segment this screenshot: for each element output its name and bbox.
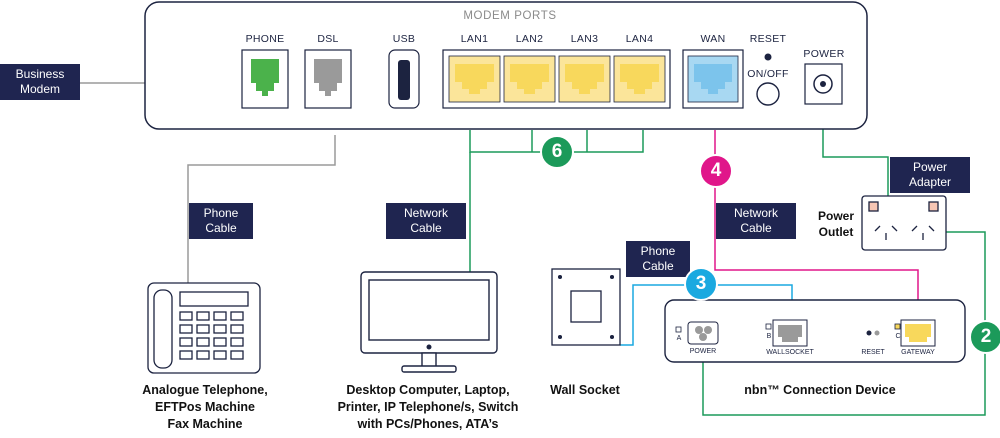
computer-caption-line3: with PCs/Phones, ATA’s	[357, 417, 499, 431]
dsl-port-icon	[314, 59, 342, 96]
network-cable-tag-1: Network Cable	[386, 203, 466, 239]
nbn-reset-icon-a	[866, 330, 872, 336]
phone-port-label: PHONE	[245, 33, 285, 45]
power-adapter-tag-line1: Power	[912, 160, 947, 174]
nbn-gateway-port-icon	[905, 324, 931, 342]
onoff-label: ON/OFF	[747, 68, 789, 80]
power-outlet-icon	[861, 195, 947, 251]
nbn-device-caption: nbn™ Connection Device	[744, 383, 896, 397]
telephone-caption: Analogue Telephone, EFTPos Machine Fax M…	[120, 382, 290, 433]
phone-cable-tag-2-line2: Cable	[642, 259, 674, 273]
usb-port-slot	[398, 60, 410, 100]
phone-port-icon	[251, 59, 279, 96]
nbn-port-a-label: A	[676, 335, 682, 342]
nbn-power-port-icon	[695, 326, 712, 341]
business-modem-tag: Business Modem	[0, 64, 80, 100]
network-cable-tag-2-line1: Network	[733, 206, 778, 220]
lan2-port-label: LAN2	[515, 33, 544, 45]
computer-caption-line2: Printer, IP Telephone/s, Switch	[337, 400, 519, 414]
lan1-port-icon	[448, 55, 501, 103]
nbn-power-label: POWER	[689, 348, 717, 355]
lan2-port-icon	[503, 55, 556, 103]
wall-socket-icon	[551, 268, 621, 346]
dsl-port-label: DSL	[317, 33, 339, 45]
reset-label: RESET	[749, 33, 787, 45]
lan3-port-label: LAN3	[570, 33, 599, 45]
lan3-port-icon	[558, 55, 611, 103]
modem-ports-title: MODEM PORTS	[463, 10, 557, 22]
power-adapter-tag-line2: Adapter	[908, 175, 952, 189]
telephone-icon	[147, 282, 261, 374]
computer-caption: Desktop Computer, Laptop, Printer, IP Te…	[326, 382, 530, 433]
wall-socket-caption: Wall Socket	[550, 383, 620, 397]
phone-cable-line-cyan	[620, 284, 793, 346]
nbn-port-b-label: B	[766, 333, 772, 340]
step-4-badge: 4	[699, 154, 733, 188]
power-outlet-label-line1: Power	[817, 209, 854, 223]
nbn-c-indicator	[894, 323, 901, 330]
onoff-button-icon	[756, 82, 780, 106]
nbn-port-c-label: C	[895, 333, 901, 340]
wan-port-label: WAN	[700, 33, 726, 45]
nbn-reset-label: RESET	[861, 349, 885, 356]
nbn-wallsocket-label: WALLSOCKET	[766, 349, 814, 356]
outlet-to-nbn-power-line	[702, 231, 986, 416]
nbn-a-indicator	[675, 326, 682, 333]
wan-cable-line-magenta	[714, 130, 919, 300]
telephone-caption-line1: Analogue Telephone,	[142, 383, 268, 397]
power-port-label: POWER	[803, 48, 845, 60]
phone-cable-tag-2: Phone Cable	[626, 241, 690, 277]
phone-cable-tag-1: Phone Cable	[189, 203, 253, 239]
lan4-port-label: LAN4	[625, 33, 654, 45]
reset-dot-icon	[764, 53, 772, 61]
nbn-reset-icon-b	[874, 330, 880, 336]
computer-caption-line1: Desktop Computer, Laptop,	[346, 383, 510, 397]
wan-port-icon	[687, 55, 739, 103]
phone-cable-line-grey	[187, 135, 336, 285]
business-modem-tag-line1: Business	[15, 67, 65, 81]
telephone-caption-line2: EFTPos Machine	[154, 400, 256, 414]
network-cable-tag-1-line2: Cable	[410, 221, 442, 235]
business-modem-tag-line2: Modem	[19, 82, 60, 96]
lan1-port-label: LAN1	[460, 33, 489, 45]
lan4-port-icon	[613, 55, 666, 103]
phone-cable-tag-2-line1: Phone	[640, 244, 676, 258]
phone-cable-tag-1-line2: Cable	[205, 221, 237, 235]
computer-monitor-icon	[360, 271, 498, 373]
network-cable-tag-1-line1: Network	[403, 206, 448, 220]
network-cable-tag-2-line2: Cable	[740, 221, 772, 235]
nbn-b-indicator	[765, 323, 772, 330]
power-socket-pin-icon	[820, 81, 826, 87]
power-adapter-tag: Power Adapter	[890, 157, 970, 193]
usb-port-label: USB	[392, 33, 416, 45]
step-3-badge: 3	[684, 267, 718, 301]
power-adapter-line-green	[822, 125, 889, 196]
nbn-device-body	[664, 299, 966, 363]
network-cable-tag-2: Network Cable	[716, 203, 796, 239]
power-outlet-label: Power Outlet	[808, 208, 864, 240]
phone-cable-tag-1-line1: Phone	[203, 206, 239, 220]
nbn-wallsocket-port-icon	[778, 325, 802, 342]
step-6-badge: 6	[540, 135, 574, 169]
telephone-caption-line3: Fax Machine	[167, 417, 243, 431]
nbn-gateway-label: GATEWAY	[901, 349, 935, 356]
power-outlet-label-line2: Outlet	[818, 225, 854, 239]
step-2-badge: 2	[969, 320, 1000, 354]
